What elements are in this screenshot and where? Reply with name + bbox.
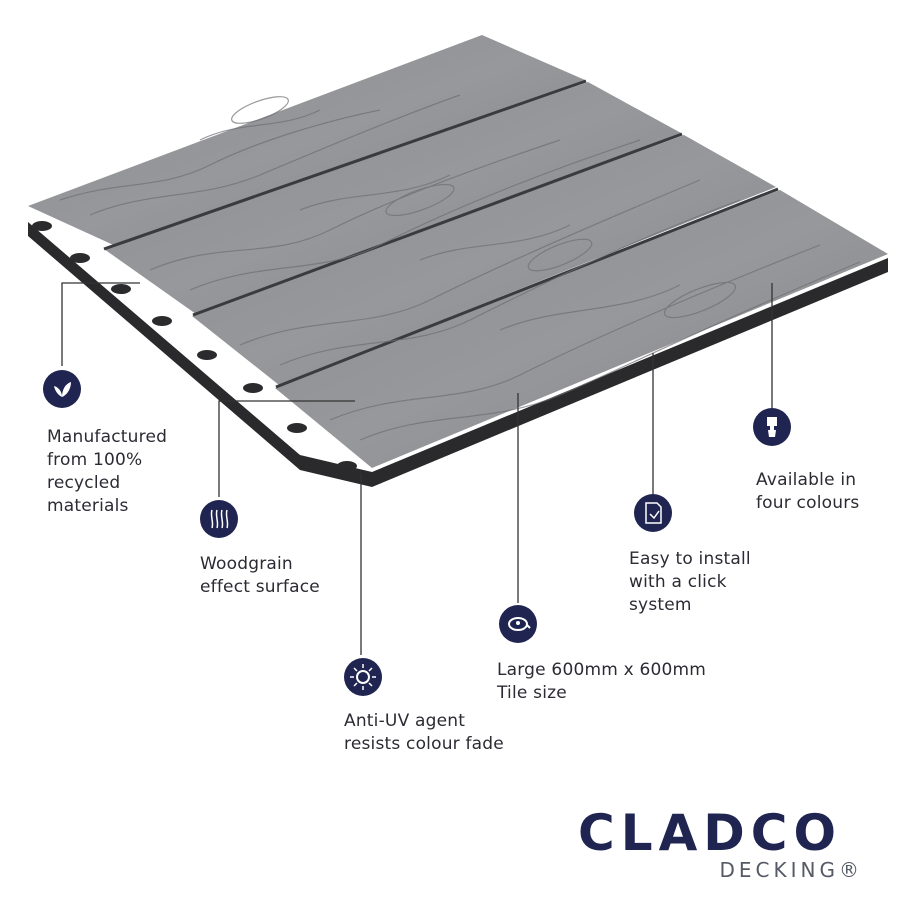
- feature-woodgrain-text: Woodgrain effect surface: [200, 554, 320, 597]
- feature-colours-text: Available in four colours: [756, 470, 860, 513]
- logo-name: CLADCO: [578, 806, 842, 858]
- callout-lines: [61, 282, 773, 655]
- paintbrush-icon: [753, 408, 791, 446]
- tile-base: [28, 222, 888, 487]
- deck-board-2: [104, 82, 681, 314]
- cladco-logo: CLADCO DECKING®: [555, 806, 865, 886]
- deck-board-4: [275, 190, 888, 468]
- woodgrain-icon: [200, 500, 238, 538]
- sun-icon: [344, 658, 382, 696]
- tile-clips: [32, 221, 357, 471]
- feature-install-text: Easy to install with a click system: [629, 549, 751, 615]
- woodgrain-pattern: [59, 94, 861, 441]
- feature-size-text: Large 600mm x 600mm Tile size: [497, 660, 707, 703]
- leaf-icon: [43, 370, 81, 408]
- feature-anti-uv-text: Anti-UV agent resists colour fade: [344, 711, 504, 754]
- tape-measure-icon: [499, 605, 537, 643]
- logo-wordmark: CLADCO: [578, 806, 842, 858]
- deck-board-1: [28, 35, 585, 248]
- feature-recycled-text: Manufactured from 100% recycled material…: [47, 427, 168, 516]
- logo-subtitle: DECKING®: [719, 858, 863, 882]
- click-document-icon: [634, 494, 672, 532]
